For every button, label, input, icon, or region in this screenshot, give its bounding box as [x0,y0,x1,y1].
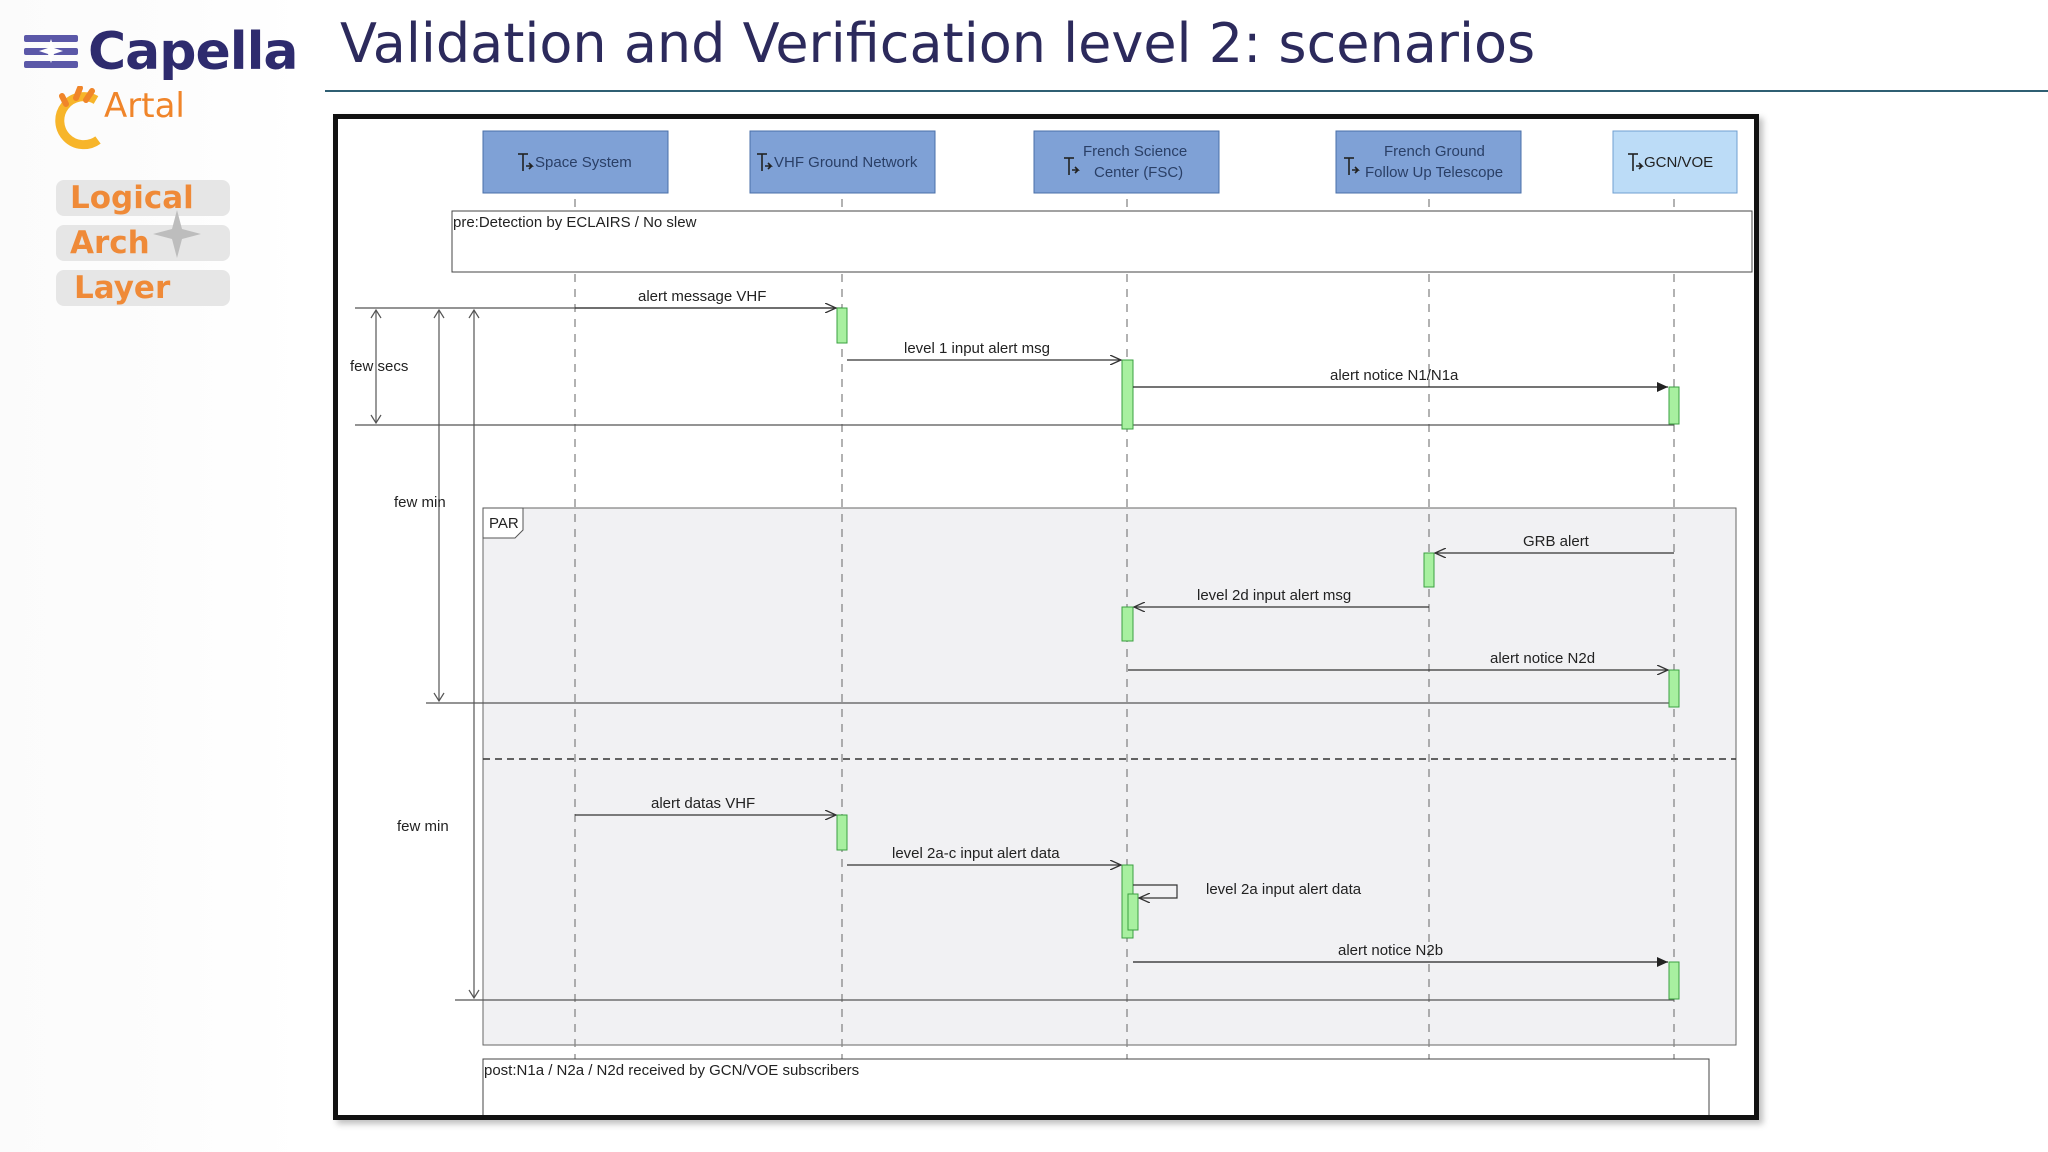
message-label: alert notice N1/N1a [1330,367,1459,384]
slide-title: Validation and Verification level 2: sce… [340,12,1536,75]
message-label: alert notice N2d [1490,650,1595,667]
activation-bar [836,814,848,851]
activation-bar [1668,669,1680,708]
precondition-box [451,210,1753,273]
activation-bar [1121,359,1134,430]
actor-icon [1344,157,1360,175]
duration-label-few-secs: few secs [350,358,408,375]
actor-icon [1064,157,1080,175]
activation-bar [1668,386,1680,425]
duration-label-few-min-1: few min [394,494,446,511]
message-label: alert datas VHF [651,795,755,812]
message-label: level 2d input alert msg [1197,587,1351,604]
diagram-frame: PAR pre:Detection by ECLAIRS / No slew S… [333,114,1759,1120]
capella-logo-text: Capella [88,22,298,82]
actor-label: Center (FSC) [1094,164,1183,181]
sequence-diagram: PAR pre:Detection by ECLAIRS / No slew S… [350,130,1753,1120]
duration-label-few-min-2: few min [397,818,449,835]
message-alert-notice-n2b[interactable]: alert notice N2b [1133,942,1668,967]
message-alert-message-vhf[interactable]: alert message VHF [575,288,836,308]
actor-label: Space System [535,154,632,171]
actor-label: Follow Up Telescope [1365,164,1503,181]
message-label: alert notice N2b [1338,942,1443,959]
message-grb-alert[interactable]: GRB alert [1435,533,1674,553]
activation-bar [1127,893,1139,931]
sparkle-icon [153,210,201,258]
message-alert-notice-n1-n1a[interactable]: alert notice N1/N1a [1133,367,1668,392]
badge-arch: Arch [70,225,150,261]
artal-logo: Artal [52,85,202,156]
activation-bar [1121,606,1134,642]
actor-label: French Ground [1384,143,1485,160]
postcondition-text: post:N1a / N2a / N2d received by GCN/VOE… [484,1062,859,1079]
par-fragment [482,507,1737,1046]
capella-logo: Capella [24,22,298,82]
message-label: GRB alert [1523,533,1590,550]
actor-icon [757,153,773,171]
actor-icon [1628,153,1644,171]
precondition-text: pre:Detection by ECLAIRS / No slew [453,214,697,231]
message-label: level 2a-c input alert data [892,845,1060,862]
message-label: level 2a input alert data [1206,881,1362,898]
actor-french-science-center[interactable]: French Science Center (FSC) [1033,130,1220,194]
sidebar-panel: Capella Artal Logical Arch Layer [0,0,305,1152]
actor-vhf-ground-network[interactable]: VHF Ground Network [749,130,936,194]
actor-label: VHF Ground Network [774,154,918,171]
message-level-1-input-alert-msg[interactable]: level 1 input alert msg [847,340,1121,360]
badge-logical: Logical [70,180,194,216]
actor-gcn-voe[interactable]: GCN/VOE [1612,130,1738,194]
message-level-2d-input-alert-msg[interactable]: level 2d input alert msg [1134,587,1429,607]
actor-space-system[interactable]: Space System [482,130,669,194]
layer-badge: Logical Arch Layer [56,178,232,313]
message-level-2a-c-input-alert-data[interactable]: level 2a-c input alert data [847,845,1121,865]
actor-label: GCN/VOE [1644,154,1713,171]
artal-logo-icon [55,85,101,150]
activation-bar [836,307,848,344]
message-alert-notice-n2d[interactable]: alert notice N2d [1128,650,1668,670]
actor-icon [518,153,534,171]
message-level-2a-input-alert-data[interactable]: level 2a input alert data [1133,881,1362,898]
capella-logo-icon [24,35,78,68]
activation-bar [1668,961,1680,1000]
par-label: PAR [489,515,519,532]
message-alert-datas-vhf[interactable]: alert datas VHF [575,795,836,815]
message-label: alert message VHF [638,288,766,305]
badge-layer: Layer [74,270,171,306]
actor-french-ground-follow-up-telescope[interactable]: French Ground Follow Up Telescope [1335,130,1522,194]
par-tab [482,507,524,539]
actor-label: French Science [1083,143,1187,160]
title-divider [325,90,2048,92]
activation-bar [1423,552,1435,588]
artal-logo-text: Artal [104,86,185,126]
message-label: level 1 input alert msg [904,340,1050,357]
